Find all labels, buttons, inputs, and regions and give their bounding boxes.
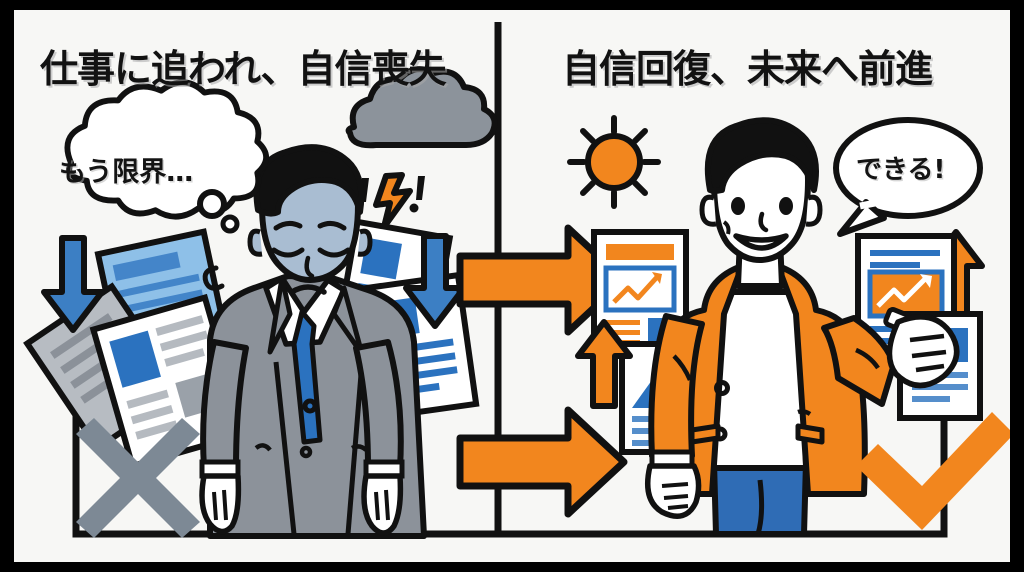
- speech-bubble: [833, 117, 983, 237]
- right-panel-title: 自信回復、未来へ前進: [562, 47, 933, 91]
- speech-bubble-text: できる!: [856, 155, 946, 185]
- right-panel-art: [567, 115, 1010, 537]
- tired-businessman: [199, 144, 427, 539]
- left-panel-art: [23, 66, 498, 539]
- storm-cloud-icon: [345, 66, 498, 230]
- transition-arrow-bottom: [456, 406, 628, 518]
- confident-man: [645, 117, 960, 537]
- thought-bubble: [64, 79, 270, 234]
- sun-icon: [567, 115, 661, 209]
- illustration-canvas: 仕事に追われ、自信喪失 自信回復、未来へ前進 もう限界… できる!: [14, 10, 1010, 562]
- down-arrow-blue-left: [41, 235, 105, 333]
- down-arrow-blue-right: [403, 233, 467, 329]
- cross-mark-icon: [76, 418, 200, 538]
- check-mark-icon: [856, 412, 1010, 530]
- up-arrow-orange-left: [575, 319, 633, 409]
- left-panel-title: 仕事に追われ、自信喪失: [40, 47, 446, 91]
- thought-bubble-text: もう限界…: [59, 157, 194, 188]
- illustration-artwork: [23, 22, 1010, 539]
